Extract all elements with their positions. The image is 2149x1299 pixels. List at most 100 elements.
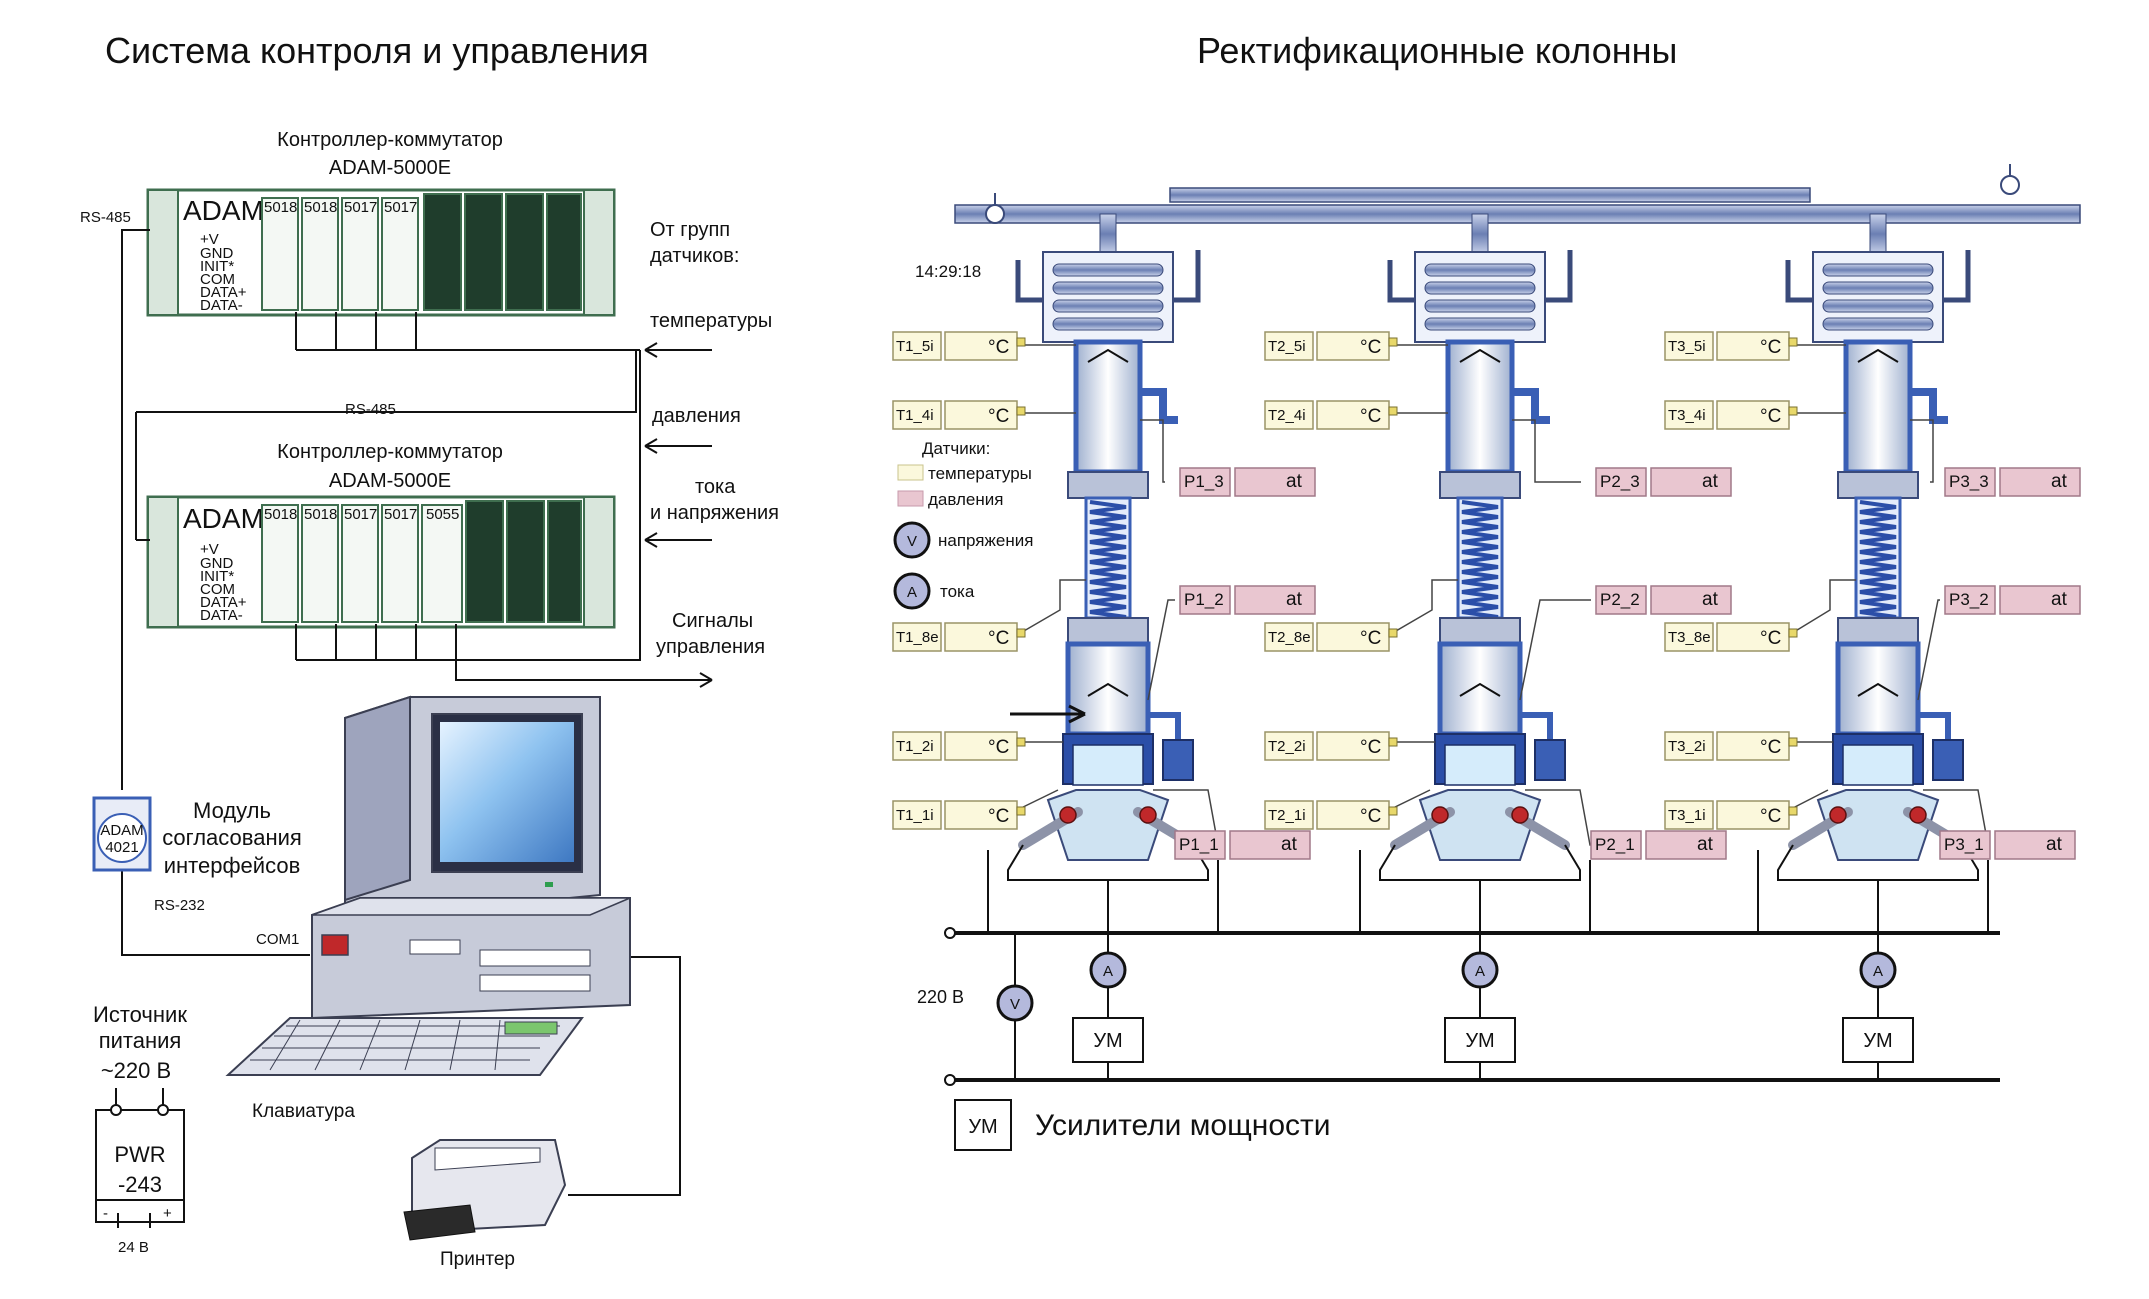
rack-1-pin-v: +V	[200, 231, 219, 248]
controller-2: Контроллер-коммутатор ADAM-5000E ADAM 50…	[146, 441, 616, 629]
control-signal-line	[455, 624, 712, 681]
legend-voltage: напряжения	[938, 531, 1033, 550]
com1-line	[121, 870, 310, 956]
column-2-t1-value	[1316, 800, 1390, 830]
column-3-p1: P3_1 at	[1939, 830, 2076, 860]
column-2-p1-value	[1645, 830, 1727, 860]
printer: Принтер	[403, 1139, 567, 1270]
monitor-screen	[440, 722, 574, 862]
column-3-p3-unit: at	[2051, 471, 2068, 492]
column-1-p1-label: P1_1	[1179, 835, 1219, 854]
column-3-t5-label: T3_5i	[1668, 338, 1706, 355]
column-3-t2-value	[1716, 731, 1790, 761]
column-2-vapor-pipe	[1471, 213, 1489, 255]
legend-voltmeter-icon	[893, 521, 931, 559]
rack-1-pin-com: COM	[200, 271, 235, 288]
rack-2-left-cap	[147, 496, 179, 628]
sensor-current-label-2: и напряжения	[650, 502, 779, 524]
voltmeter-symbol: V	[1010, 996, 1020, 1013]
module-title-3: интерфейсов	[164, 853, 301, 878]
column-3-t2: T3_2i°C	[1664, 731, 1798, 761]
column-1-t5-unit: °C	[988, 337, 1009, 358]
column-1: A УМ	[987, 213, 1219, 1080]
rack-2-pin-com: COM	[200, 581, 235, 598]
column-1-upper-body	[1073, 339, 1143, 475]
legend-ammeter-icon	[893, 572, 931, 610]
rack-1-slot-3: 5017	[344, 199, 377, 216]
printer-line	[568, 956, 681, 1196]
left-wiring	[121, 229, 713, 1196]
column-2-t5: T2_5i°C	[1264, 331, 1398, 361]
column-2-t8-unit: °C	[1360, 628, 1381, 649]
sensor-current-label-1: тока	[695, 476, 736, 498]
column-1-feed-section	[1065, 641, 1151, 737]
mains-label: 220 В	[917, 987, 964, 1007]
power-circuit: 220 В V УМ Усилители мощности	[917, 927, 2000, 1151]
amp-legend-box	[954, 1099, 1012, 1151]
feed-arrow	[1010, 704, 1086, 724]
power-title-2: питания	[99, 1028, 182, 1053]
rack-2-pin-init: INIT*	[200, 568, 234, 585]
rack-2-slot-3: 5017	[344, 506, 377, 523]
column-2-t2-value	[1316, 731, 1390, 761]
column-1-p1-value	[1229, 830, 1311, 860]
column-1-t5-label: T1_5i	[896, 338, 934, 355]
column-2-ammeter-symbol: A	[1475, 963, 1485, 980]
column-3-t4-value	[1716, 400, 1790, 430]
column-2-t8-value	[1316, 622, 1390, 652]
column-3: AУМ	[1757, 213, 1989, 1080]
rack-2-pins: +V GND INIT* COM DATA+ DATA-	[200, 541, 247, 624]
column-1-t1: T1_1i°C	[892, 800, 1026, 830]
legend-ammeter-symbol: A	[907, 584, 917, 601]
rack-1-slot-1: 5018	[264, 199, 297, 216]
column-1-t8-unit: °C	[988, 628, 1009, 649]
column-3-t1-label: T3_1i	[1668, 807, 1706, 824]
column-2-t8-label: T2_8e	[1268, 629, 1311, 646]
column-1-amp-label: УМ	[1093, 1030, 1122, 1052]
rack-2-slot-5: 5055	[426, 506, 459, 523]
rack-1-pin-data-plus: DATA+	[200, 284, 247, 301]
column-2-t1-label: T2_1i	[1268, 807, 1306, 824]
rack-2-pin-data-plus: DATA+	[200, 594, 247, 611]
column-3-feed-section	[1835, 641, 1921, 737]
column-3-t8: T3_8e°C	[1664, 622, 1798, 652]
column-2-t8: T2_8e °C	[1264, 622, 1398, 652]
column-3-p1-value	[1994, 830, 2076, 860]
column-2-t4: T2_4i°C	[1264, 400, 1398, 430]
amp-legend-label: Усилители мощности	[1035, 1109, 1331, 1142]
column-3-t8-unit: °C	[1760, 628, 1781, 649]
top-pipe	[954, 164, 2081, 224]
column-3-upper-body	[1843, 339, 1913, 475]
column-1-ammeter-symbol: A	[1103, 963, 1113, 980]
column-2-p1-unit: at	[1697, 834, 1714, 855]
computer: Клавиатура	[225, 695, 631, 1122]
column-3-t2-label: T3_2i	[1668, 738, 1706, 755]
power-title-1: Источник	[93, 1002, 187, 1027]
column-3-p1-unit: at	[2046, 834, 2063, 855]
rack-1-slot-2: 5018	[304, 199, 337, 216]
column-2-amp-label: УМ	[1465, 1030, 1494, 1052]
module-title-1: Модуль	[193, 798, 271, 823]
pwr-label-2: -243	[118, 1172, 162, 1197]
column-1-p2-value	[1234, 585, 1316, 615]
column-1-t4-unit: °C	[988, 406, 1009, 427]
column-1-t8-label: T1_8e	[896, 629, 939, 646]
legend-temperature: температуры	[928, 464, 1032, 483]
column-3-p1-label: P3_1	[1944, 835, 1984, 854]
control-signals-label-1: Сигналы	[672, 610, 753, 632]
rack-2-slot-4: 5017	[384, 506, 417, 523]
power-button	[321, 934, 349, 956]
control-signals-label-2: управления	[656, 636, 765, 658]
printer-label: Принтер	[440, 1249, 515, 1270]
legend-pressure: давления	[928, 490, 1003, 509]
left-title: Система контроля и управления	[105, 30, 649, 71]
column-2-p2-label: P2_2	[1600, 590, 1640, 609]
controller-1: Контроллер-коммутатор ADAM-5000E ADAM 50…	[146, 129, 616, 317]
column-1-p3-unit: at	[1286, 471, 1303, 492]
column-1-t2-unit: °C	[988, 737, 1009, 758]
